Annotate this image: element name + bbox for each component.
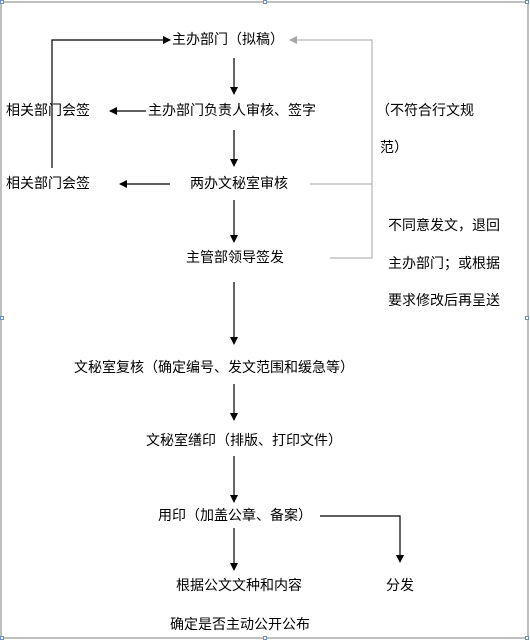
node-countersign-1: 相关部门会签	[6, 103, 90, 119]
note-noncompliant-line-2: 范）	[380, 140, 408, 156]
node-head-review: 主办部门负责人审核、签字	[148, 103, 316, 119]
note-noncompliant-line-1: （不符合行文规	[376, 103, 474, 119]
node-drafting: 主办部门（拟稿）	[172, 32, 284, 48]
note-reject-line-2: 主办部门；或根据	[388, 256, 500, 272]
node-distribute: 分发	[386, 578, 414, 594]
resize-handle-middle-right[interactable]	[525, 316, 529, 320]
arrow-seal-to-distribute	[320, 515, 404, 563]
note-reject-line-1: 不同意发文，退回	[388, 218, 500, 234]
node-leader-sign: 主管部领导签发	[186, 250, 284, 266]
resize-handle-top-center[interactable]	[263, 0, 267, 4]
node-disclosure-line-1: 根据公文文种和内容	[176, 578, 302, 594]
resize-handle-top-right[interactable]	[525, 0, 529, 4]
node-seal: 用印（加盖公章、备案）	[158, 508, 312, 524]
resize-handle-bottom-right[interactable]	[525, 636, 529, 640]
node-disclosure-line-2: 确定是否主动公开公布	[170, 617, 310, 633]
return-loop-countersign	[51, 36, 171, 168]
node-print: 文秘室缮印（排版、打印文件）	[146, 433, 342, 449]
node-office-review: 两办文秘室审核	[190, 176, 288, 192]
resize-handle-top-left[interactable]	[0, 0, 4, 4]
node-countersign-2: 相关部门会签	[6, 176, 90, 192]
resize-handle-bottom-left[interactable]	[0, 636, 4, 640]
resize-handle-bottom-center[interactable]	[263, 636, 267, 640]
return-path-leader-sign	[289, 36, 373, 259]
resize-handle-middle-left[interactable]	[0, 316, 4, 320]
note-reject-line-3: 要求修改后再呈送	[388, 293, 500, 309]
node-recheck: 文秘室复核（确定编号、发文范围和缓急等）	[74, 360, 354, 376]
